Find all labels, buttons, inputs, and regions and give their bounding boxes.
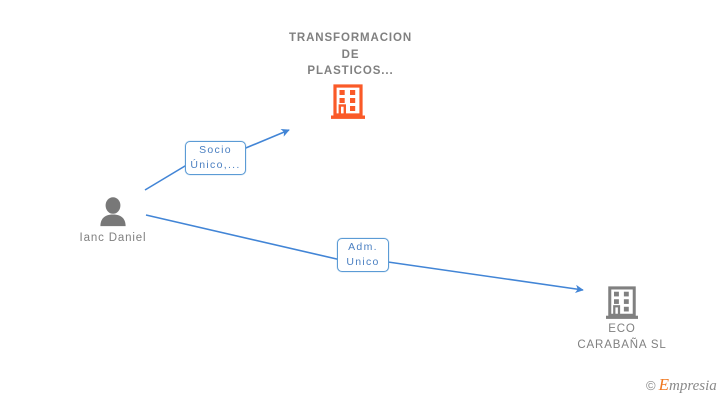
company-building-icon[interactable] (331, 84, 365, 120)
edge-label-socio-unico[interactable]: Socio Único,... (185, 141, 246, 175)
node-label-eco-carabana: ECO CARABAÑA SL (577, 323, 667, 351)
node-label-ianc-daniel: Ianc Daniel (79, 232, 147, 244)
brand-name: Empresia (658, 375, 717, 394)
brand-initial: E (658, 375, 669, 394)
watermark: © Empresia (646, 375, 717, 394)
person-icon[interactable] (96, 197, 130, 229)
copyright-icon: © (646, 378, 656, 393)
edge-label-adm-unico[interactable]: Adm. Unico (337, 238, 389, 272)
company-building-icon[interactable] (606, 286, 638, 320)
brand-rest: mpresia (668, 378, 717, 394)
node-label-transformacion: TRANSFORMACION DE PLASTICOS... (288, 32, 413, 77)
